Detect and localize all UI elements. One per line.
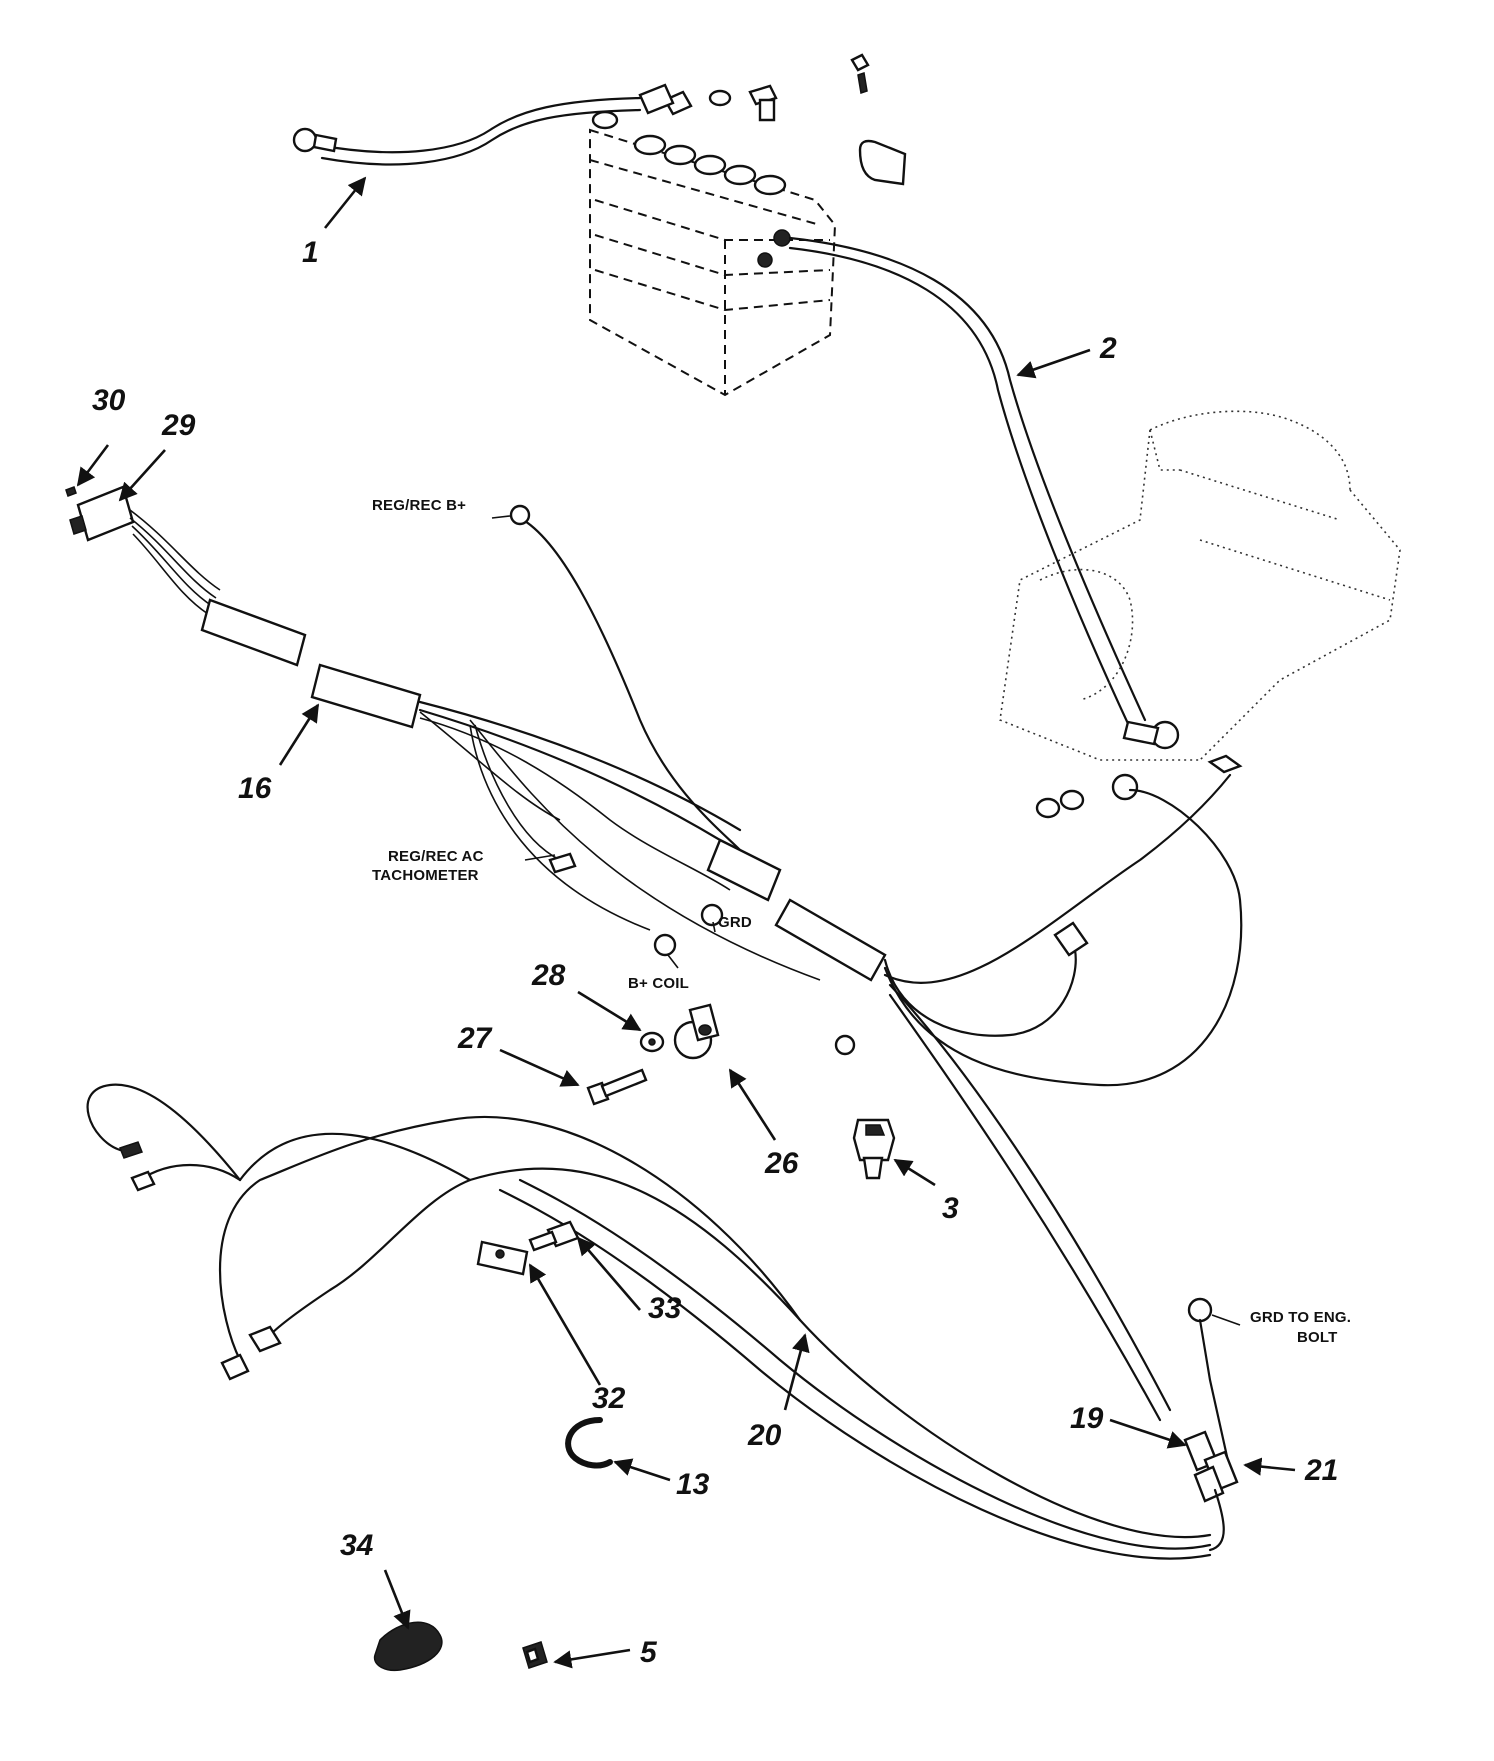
connector-5 xyxy=(522,1641,548,1669)
callout-26: 26 xyxy=(764,1147,799,1180)
callout-3: 3 xyxy=(942,1192,959,1225)
pin-30 xyxy=(65,486,77,497)
callout-13: 13 xyxy=(676,1468,710,1501)
clamp-34 xyxy=(373,1621,443,1672)
bolt-33 xyxy=(528,1220,580,1252)
callout-19: 19 xyxy=(1070,1402,1104,1435)
callout-27: 27 xyxy=(457,1022,493,1055)
callout-32: 32 xyxy=(592,1382,626,1415)
nut-washer xyxy=(1035,754,1243,819)
leader-arrows xyxy=(76,176,1296,1669)
callout-21: 21 xyxy=(1304,1454,1338,1487)
callout-33: 33 xyxy=(648,1292,682,1325)
callout-28: 28 xyxy=(531,959,566,992)
switch-3 xyxy=(852,1118,896,1180)
label-b-coil: B+ COIL xyxy=(628,975,689,992)
label-bolt: BOLT xyxy=(1297,1329,1338,1346)
label-grd-to-eng: GRD TO ENG. xyxy=(1250,1309,1351,1326)
washer-28 xyxy=(639,1031,665,1053)
screw-27 xyxy=(586,1068,648,1106)
callout-29: 29 xyxy=(161,409,196,442)
label-tachometer: TACHOMETER xyxy=(372,867,479,884)
callout-2: 2 xyxy=(1099,332,1117,365)
callout-34: 34 xyxy=(340,1529,374,1562)
callout-5: 5 xyxy=(640,1636,658,1669)
callout-20: 20 xyxy=(747,1419,782,1452)
label-grd: GRD xyxy=(718,914,752,931)
callout-1: 1 xyxy=(302,236,319,269)
wiring-harness-20 xyxy=(86,1083,1239,1560)
callout-numbers: 1 2 3 5 13 16 19 20 21 26 27 28 29 30 32… xyxy=(92,236,1338,1669)
label-reg-rec-ac: REG/REC AC xyxy=(388,848,484,865)
wire-labels: REG/REC B+ REG/REC AC TACHOMETER GRD B+ … xyxy=(372,497,1351,1346)
clamp-26 xyxy=(673,1003,720,1060)
starter-motor-outline xyxy=(999,410,1401,761)
battery-outline xyxy=(589,53,907,397)
clip-13 xyxy=(565,1417,613,1469)
bracket-32 xyxy=(476,1240,529,1276)
callout-16: 16 xyxy=(238,772,272,805)
battery-cable-2 xyxy=(788,236,1180,750)
callout-30: 30 xyxy=(92,384,126,417)
label-reg-rec-b: REG/REC B+ xyxy=(372,497,466,514)
battery-cable-1 xyxy=(292,83,675,166)
wiring-harness-16 xyxy=(69,485,1243,1422)
